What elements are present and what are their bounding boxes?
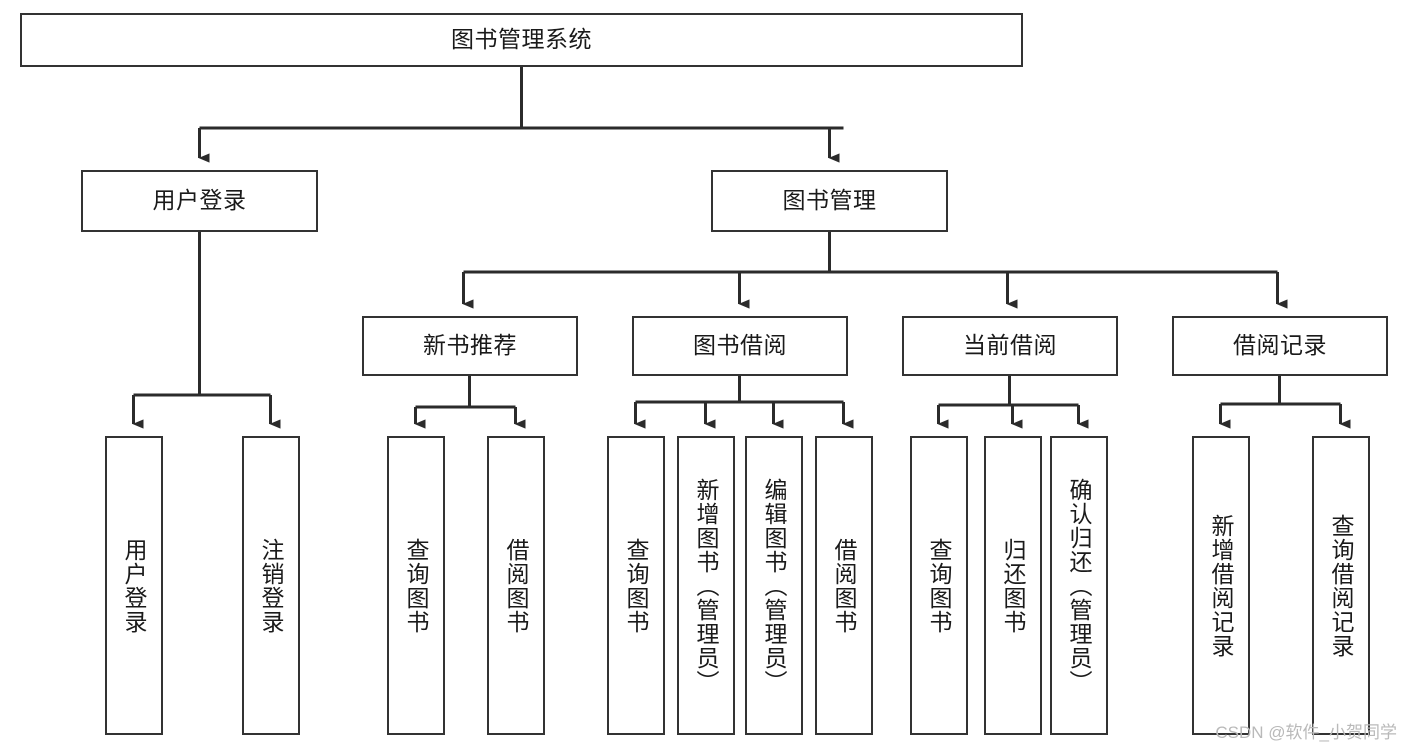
node-book-borrow-label: 图书借阅: [693, 332, 787, 359]
leaf-borrow-book-1[interactable]: 借阅图书: [487, 436, 545, 735]
leaf-query-book-1[interactable]: 查询图书: [387, 436, 445, 735]
leaf-query-record[interactable]: 查询借阅记录: [1312, 436, 1370, 735]
node-current-borrow[interactable]: 当前借阅: [902, 316, 1118, 376]
leaf-query-book-1-label: 查询图书: [403, 537, 430, 634]
node-borrow-record[interactable]: 借阅记录: [1172, 316, 1388, 376]
node-borrow-record-label: 借阅记录: [1233, 332, 1327, 359]
leaf-edit-book[interactable]: 编辑图书（管理员）: [745, 436, 803, 735]
node-root[interactable]: 图书管理系统: [20, 13, 1023, 67]
node-user-login[interactable]: 用户登录: [81, 170, 318, 232]
leaf-borrow-book-2[interactable]: 借阅图书: [815, 436, 873, 735]
leaf-add-book-label: 新增图书（管理员）: [693, 477, 720, 694]
leaf-confirm-return-label: 确认归还（管理员）: [1066, 477, 1093, 694]
leaf-edit-book-label: 编辑图书（管理员）: [761, 477, 788, 694]
leaf-user-login-label: 用户登录: [121, 537, 148, 634]
node-new-book-recommend[interactable]: 新书推荐: [362, 316, 578, 376]
leaf-add-record[interactable]: 新增借阅记录: [1192, 436, 1250, 735]
csdn-watermark: CSDN @软件_小贺同学: [1215, 723, 1397, 742]
leaf-logout-label: 注销登录: [258, 537, 285, 634]
leaf-query-record-label: 查询借阅记录: [1328, 513, 1355, 658]
node-root-label: 图书管理系统: [451, 26, 592, 53]
leaf-add-record-label: 新增借阅记录: [1208, 513, 1235, 658]
leaf-return-book-label: 归还图书: [1000, 537, 1027, 634]
leaf-logout[interactable]: 注销登录: [242, 436, 300, 735]
leaf-query-book-3[interactable]: 查询图书: [910, 436, 968, 735]
leaf-query-book-2-label: 查询图书: [623, 537, 650, 634]
node-current-borrow-label: 当前借阅: [963, 332, 1057, 359]
node-book-borrow[interactable]: 图书借阅: [632, 316, 848, 376]
leaf-user-login[interactable]: 用户登录: [105, 436, 163, 735]
node-book-management[interactable]: 图书管理: [711, 170, 948, 232]
leaf-query-book-2[interactable]: 查询图书: [607, 436, 665, 735]
leaf-query-book-3-label: 查询图书: [926, 537, 953, 634]
leaf-add-book[interactable]: 新增图书（管理员）: [677, 436, 735, 735]
leaf-return-book[interactable]: 归还图书: [984, 436, 1042, 735]
node-new-book-recommend-label: 新书推荐: [423, 332, 517, 359]
leaf-borrow-book-1-label: 借阅图书: [503, 537, 530, 634]
node-book-management-label: 图书管理: [782, 187, 877, 214]
leaf-borrow-book-2-label: 借阅图书: [831, 537, 858, 634]
leaf-confirm-return[interactable]: 确认归还（管理员）: [1050, 436, 1108, 735]
node-user-login-label: 用户登录: [152, 187, 247, 214]
